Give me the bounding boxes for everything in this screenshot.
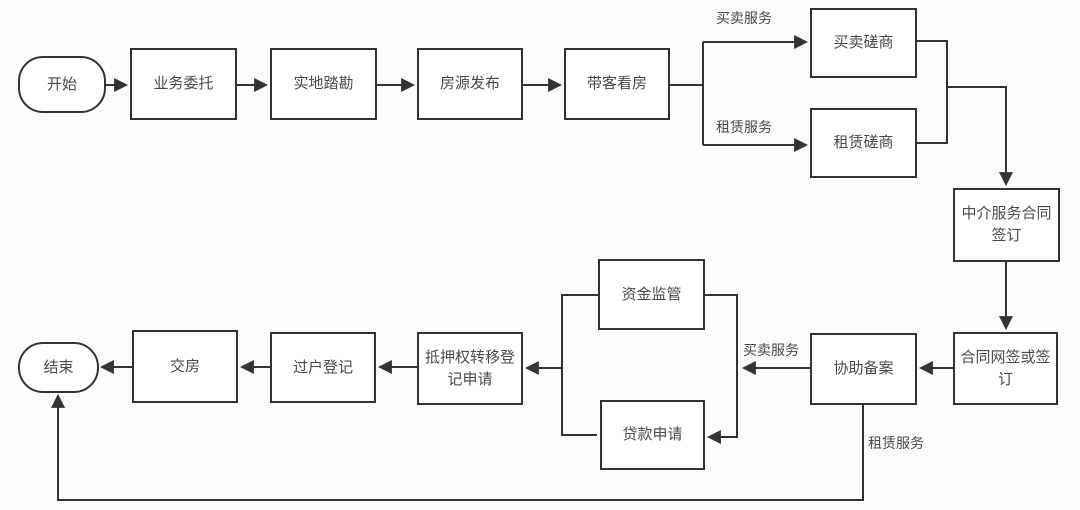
node-listing-publish: 房源发布 bbox=[417, 48, 523, 120]
node-sale-negotiation: 买卖磋商 bbox=[810, 8, 917, 78]
node-contract-online-signing: 合同网签或签订 bbox=[953, 332, 1058, 405]
edge-label-sale-service-top: 买卖服务 bbox=[716, 10, 772, 26]
node-agency-contract-signing: 中介服务合同签订 bbox=[953, 188, 1060, 262]
connector-negotiation-merge bbox=[917, 40, 948, 144]
node-transfer-registration: 过户登记 bbox=[270, 332, 376, 403]
node-end: 结束 bbox=[18, 342, 99, 393]
node-assist-filing: 协助备案 bbox=[810, 333, 917, 405]
connector-viewing-branch-tee bbox=[670, 42, 704, 145]
edge-label-lease-service-top: 租赁服务 bbox=[716, 119, 772, 135]
connector-merge-to-agency-contract bbox=[947, 86, 1013, 187]
node-lease-negotiation: 租赁磋商 bbox=[810, 108, 917, 178]
node-mortgage-transfer-registration: 抵押权转移登记申请 bbox=[417, 332, 523, 405]
connector-lease-return-to-end bbox=[51, 393, 864, 501]
node-handover: 交房 bbox=[132, 330, 238, 403]
node-site-survey: 实地踏勘 bbox=[270, 48, 377, 120]
node-business-entrust: 业务委托 bbox=[130, 48, 237, 120]
edge-label-lease-service-bottom: 租赁服务 bbox=[868, 435, 924, 451]
edge-label-sale-service-bottom: 买卖服务 bbox=[743, 342, 799, 358]
node-start: 开始 bbox=[18, 56, 106, 113]
node-fund-supervision: 资金监管 bbox=[598, 259, 705, 330]
node-client-viewing: 带客看房 bbox=[564, 48, 670, 120]
connector-junction-to-fund-and-loan bbox=[705, 294, 738, 444]
node-loan-application: 贷款申请 bbox=[600, 400, 705, 470]
connector-fund-loan-merge bbox=[561, 294, 598, 436]
